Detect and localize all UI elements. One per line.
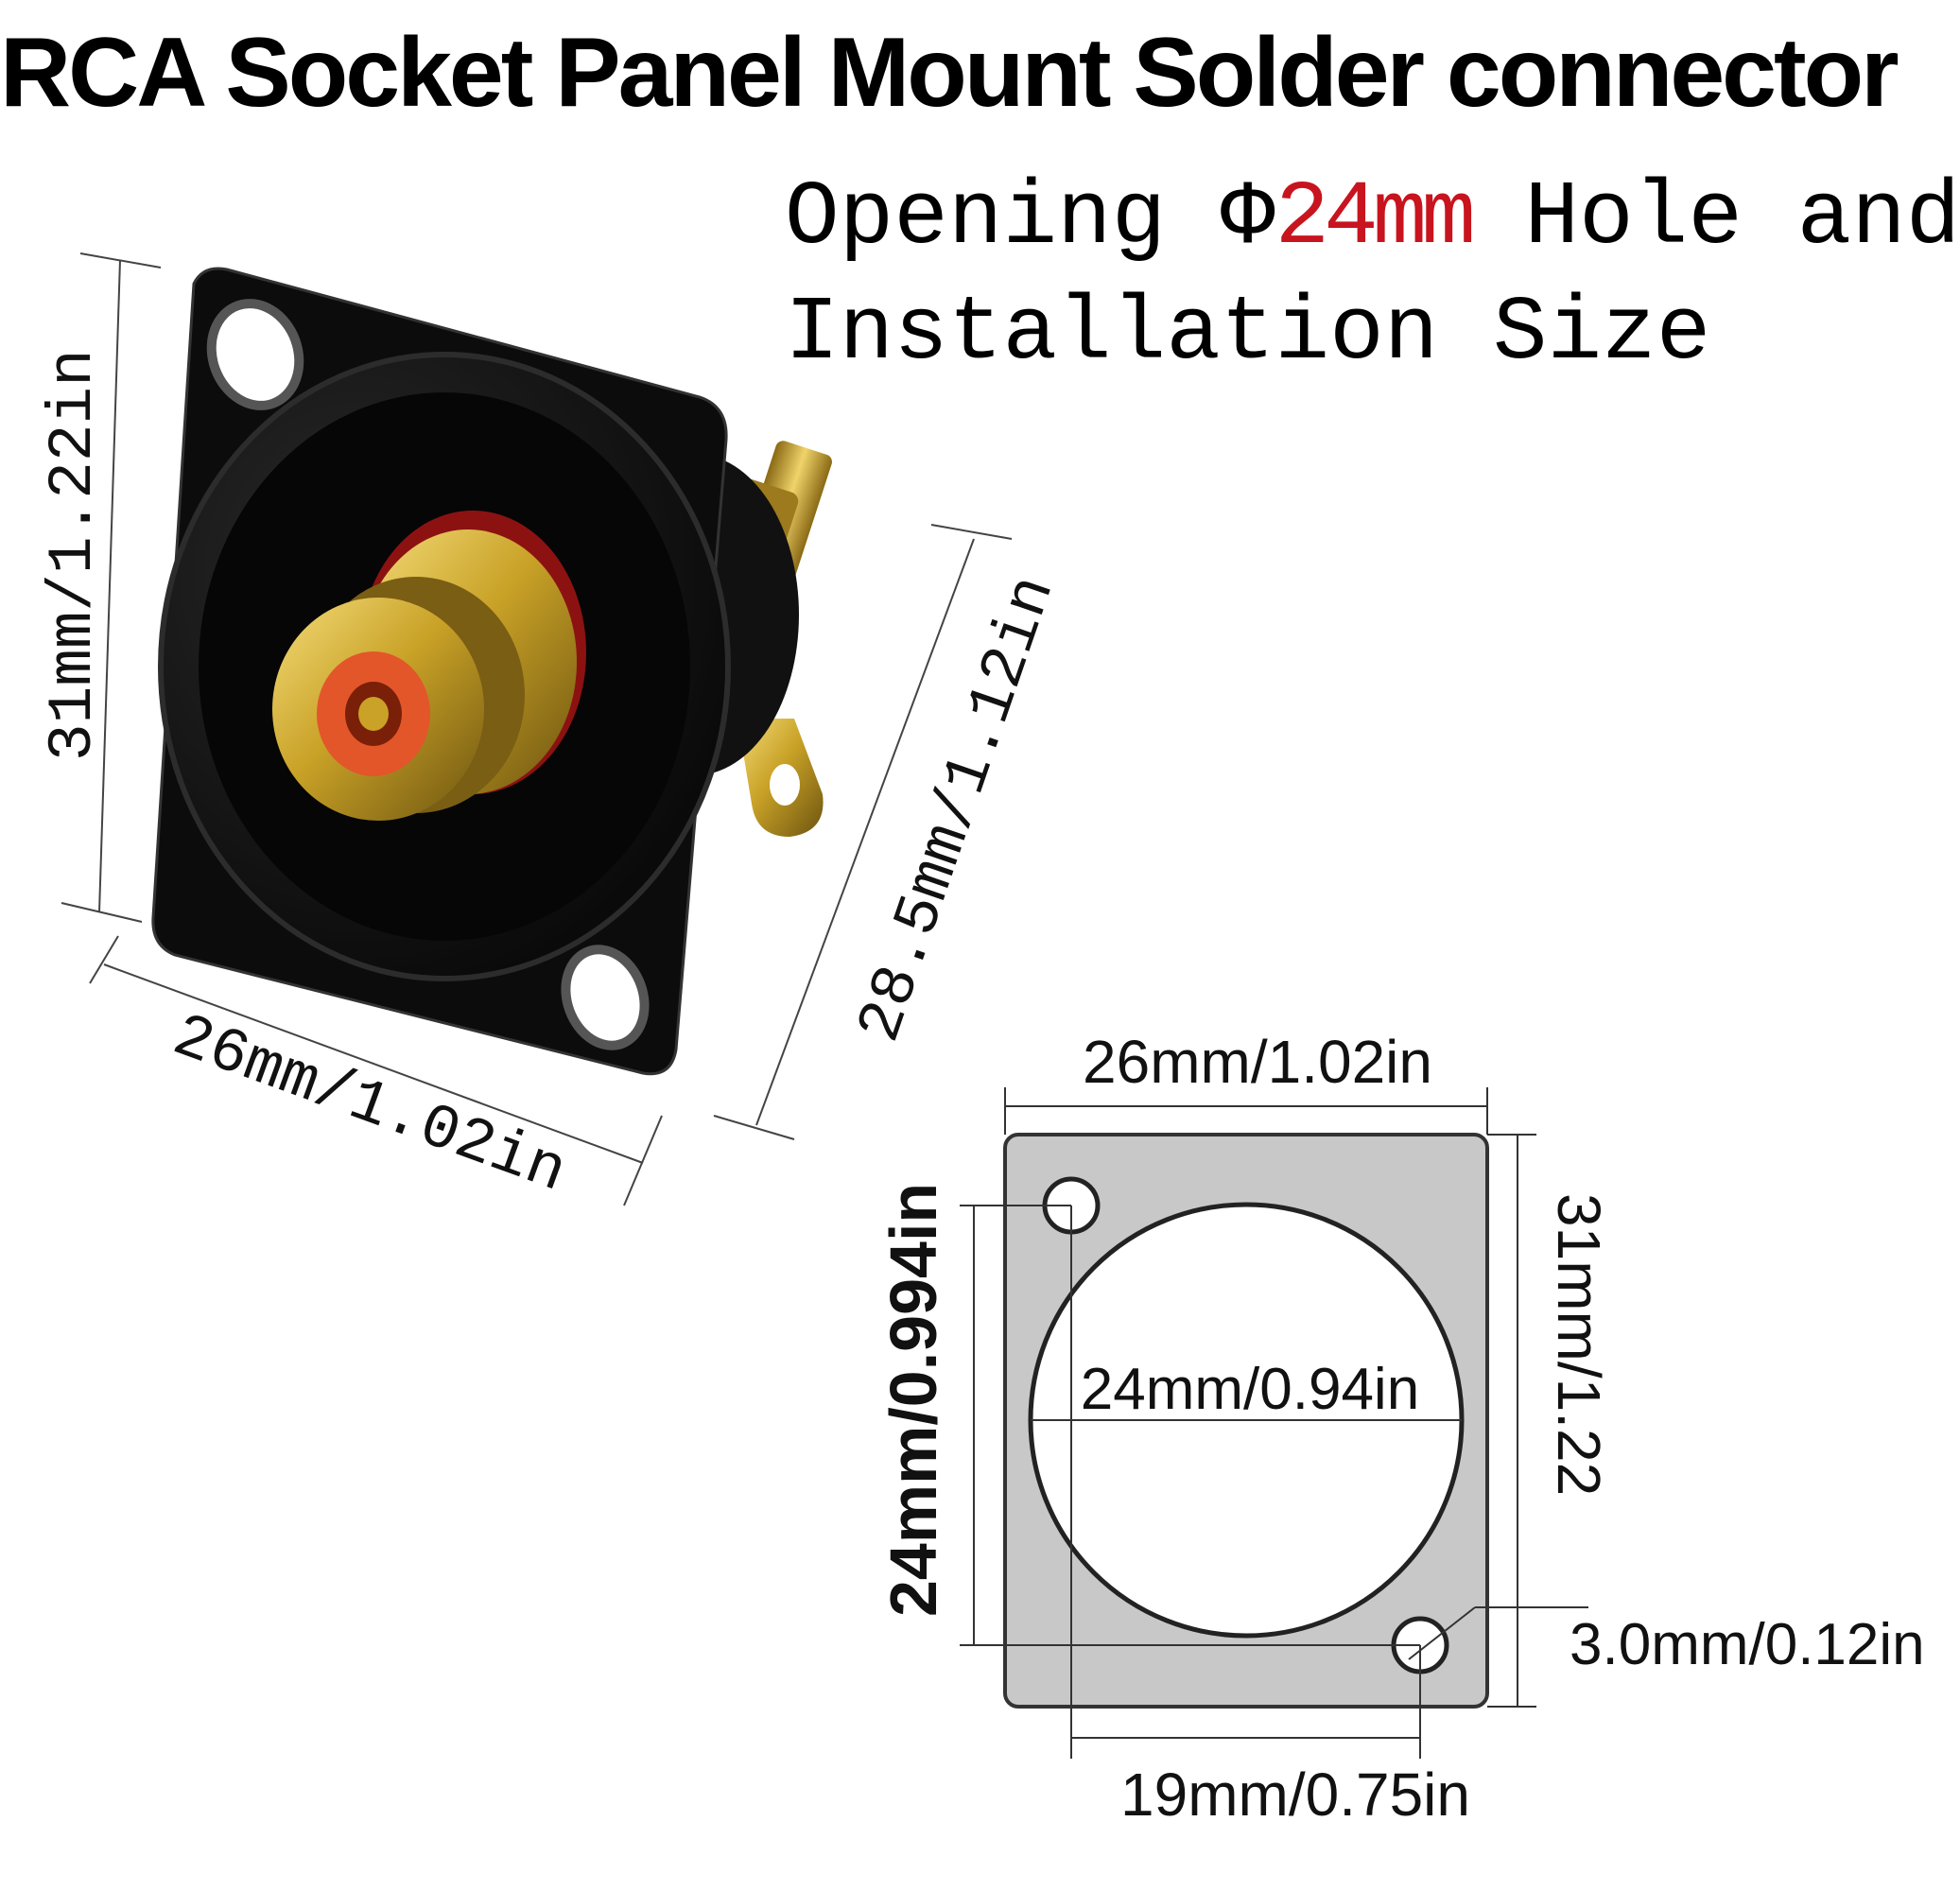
drawing-center-diameter-label: 24mm/0.94in: [1081, 1357, 1419, 1422]
solder-tab: [737, 719, 824, 837]
product-diagram: RCA Socket Panel Mount Solder connector …: [0, 18, 1960, 1829]
photo-height-label: 31mm/1.22in: [38, 349, 109, 761]
subtitle-highlight: 24mm: [1275, 166, 1475, 269]
drawing-width-label: 26mm/1.02in: [1083, 1028, 1432, 1096]
rca-connector-photo: [151, 267, 832, 1076]
subtitle: Opening Φ24mm Hole and Installation Size: [785, 161, 1960, 391]
subtitle-suffix: Hole and: [1469, 166, 1960, 269]
photo-dimension-lines: [61, 252, 1013, 1206]
diagram-canvas: 31mm/1.22in 26mm/1.02in 28.5mm/1.12in: [38, 252, 1925, 1829]
drawing-hole-diameter-label: 3.0mm/0.12in: [1570, 1612, 1925, 1677]
page-title: RCA Socket Panel Mount Solder connector: [0, 18, 1899, 128]
mounting-hole-top: [206, 299, 304, 410]
drawing-dimension-lines: [960, 1087, 1588, 1759]
photo-depth-label: 28.5mm/1.12in: [844, 567, 1070, 1050]
drawing-hole-spacing-horizontal-label: 19mm/0.75in: [1120, 1761, 1470, 1829]
subtitle-line-1: Opening Φ24mm Hole and: [785, 161, 1960, 276]
subtitle-prefix: Opening Φ: [785, 166, 1275, 269]
drawing-height-label: 31mm/1.22: [1545, 1193, 1613, 1496]
drawing-hole-spacing-vertical-label: 24mm/0.994in: [876, 1183, 950, 1617]
mounting-hole-bottom: [561, 945, 650, 1050]
subtitle-line-2: Installation Size: [785, 282, 1711, 385]
center-contact: [358, 697, 389, 731]
